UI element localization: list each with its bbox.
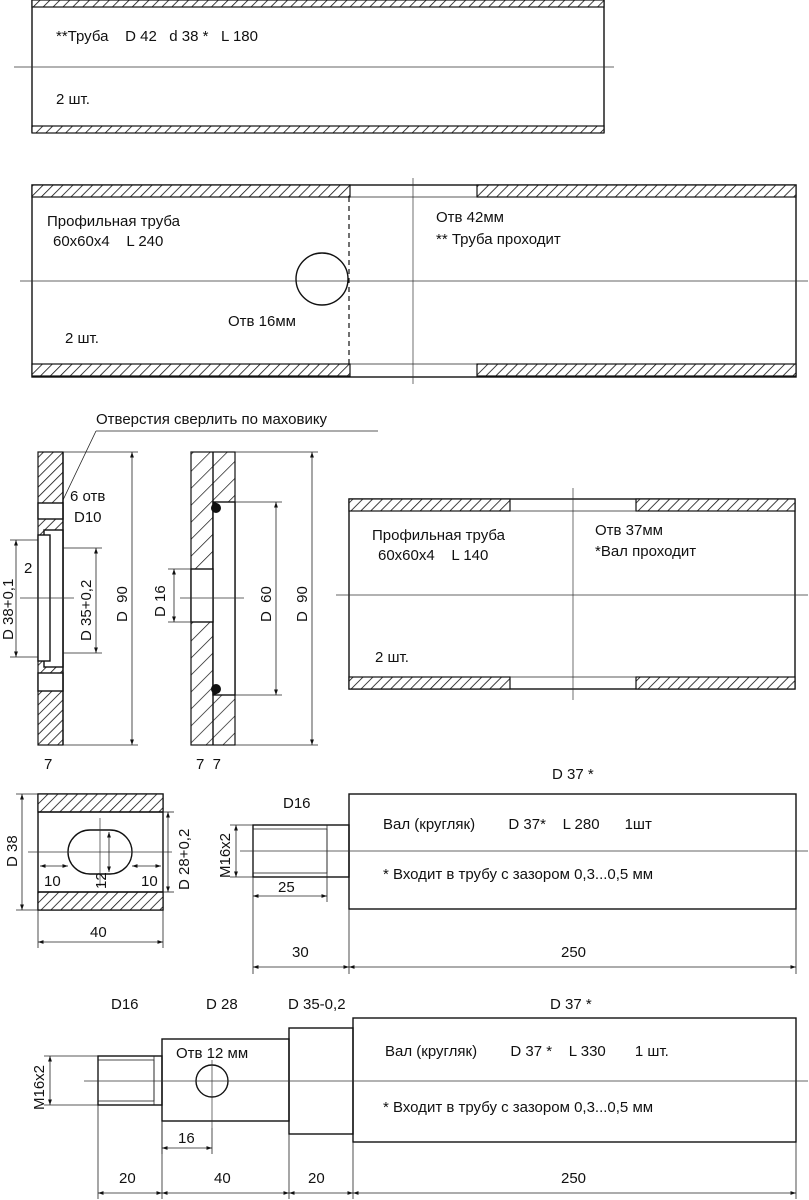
shaft2-note: * Входит в трубу с зазором 0,3...0,5 мм bbox=[383, 1099, 653, 1116]
disc-left-drawing: 6 отв D10 D 38+0,1 2 D 35+0,2 D 90 7 bbox=[0, 451, 138, 773]
shaft1-thread-len: 25 bbox=[278, 879, 295, 896]
shaft1-thread: M16х2 bbox=[217, 833, 234, 878]
shaft1-dim-d16: D16 bbox=[283, 795, 311, 812]
hole-16-circle bbox=[295, 252, 349, 306]
disc-right-drawing: D 16 D 60 D 90 7 7 bbox=[152, 451, 318, 773]
block-drawing: D 38 10 10 12 D 28+0,2 40 bbox=[4, 793, 193, 948]
profile-140-line1: Профильная труба bbox=[372, 527, 506, 544]
block-dim-slot-left: 10 bbox=[44, 873, 61, 890]
disc-right-dim-inner: D 60 bbox=[258, 586, 275, 622]
profile-140-qty: 2 шт. bbox=[375, 649, 409, 666]
shaft2-hole-pos: 16 bbox=[178, 1130, 195, 1147]
profile-pipe-240-drawing: Профильная труба 60х60х4 L 240 Отв 42мм … bbox=[20, 178, 808, 384]
profile-140-line2: 60х60х4 L 140 bbox=[378, 547, 488, 564]
shaft2-len-d: 250 bbox=[561, 1170, 586, 1187]
flywheel-note: Отверстия сверлить по маховику bbox=[62, 411, 378, 501]
shaft1-len-a: 30 bbox=[292, 944, 309, 961]
shaft1-note: * Входит в трубу с зазором 0,3...0,5 мм bbox=[383, 866, 653, 883]
disc-left-dim-bore: D 35+0,2 bbox=[78, 580, 95, 641]
shaft2-thread: M16х2 bbox=[31, 1065, 48, 1110]
disc-left-dim-dia: D 90 bbox=[114, 586, 131, 622]
disc-left-dim-outer: D 38+0,1 bbox=[0, 579, 17, 640]
disc-left-holes1: 6 отв bbox=[70, 488, 105, 505]
profile-240-small-hole: Отв 16мм bbox=[228, 313, 296, 330]
shaft2-len-a: 20 bbox=[119, 1170, 136, 1187]
disc-left-thickness: 7 bbox=[44, 756, 52, 773]
pipe-top-drawing: **Труба D 42 d 38 * L 180 2 шт. bbox=[14, 0, 614, 134]
block-dim-bore: D 28+0,2 bbox=[176, 829, 193, 890]
shaft2-len-c: 20 bbox=[308, 1170, 325, 1187]
flywheel-note-text: Отверстия сверлить по маховику bbox=[96, 411, 328, 428]
shaft1-len-b: 250 bbox=[561, 944, 586, 961]
disc-left-dim-step: 2 bbox=[24, 560, 32, 577]
shaft2-dim-d16: D16 bbox=[111, 996, 139, 1013]
shaft1-dim-d37: D 37 * bbox=[552, 766, 594, 783]
profile-pipe-140-drawing: Профильная труба 60х60х4 L 140 Отв 37мм … bbox=[336, 488, 808, 700]
profile-240-line1: Профильная труба bbox=[47, 213, 181, 230]
shaft2-hole: Отв 12 мм bbox=[176, 1045, 248, 1062]
shaft2-drawing: D16 D 28 D 35-0,2 D 37 * M16х2 Отв 12 мм… bbox=[31, 996, 808, 1199]
shaft2-desc: Вал (кругляк) D 37 * L 330 1 шт. bbox=[385, 1043, 669, 1060]
profile-140-hole-note2: *Вал проходит bbox=[595, 543, 696, 560]
profile-240-qty: 2 шт. bbox=[65, 330, 99, 347]
shaft2-len-b: 40 bbox=[214, 1170, 231, 1187]
profile-240-hole-note2: ** Труба проходит bbox=[436, 231, 561, 248]
disc-left-holes2: D10 bbox=[74, 509, 102, 526]
pipe-top-qty: 2 шт. bbox=[56, 91, 90, 108]
block-dim-slot-right: 10 bbox=[141, 873, 158, 890]
block-dim-height: D 38 bbox=[4, 835, 21, 867]
pipe-top-title: **Труба D 42 d 38 * L 180 bbox=[56, 28, 258, 45]
shaft2-dim-d37: D 37 * bbox=[550, 996, 592, 1013]
disc-right-dim-dia: D 90 bbox=[294, 586, 311, 622]
shaft2-dim-d35: D 35-0,2 bbox=[288, 996, 346, 1013]
shaft1-drawing: D16 D 37 * M16х2 25 Вал (кругляк) D 37* … bbox=[217, 766, 808, 974]
profile-240-hole-note1: Отв 42мм bbox=[436, 209, 504, 226]
profile-240-line2: 60х60х4 L 240 bbox=[53, 233, 163, 250]
block-dim-slot-width: 12 bbox=[93, 872, 110, 889]
disc-right-dim-bore: D 16 bbox=[152, 585, 169, 617]
disc-right-thickness: 7 7 bbox=[196, 756, 221, 773]
profile-140-hole-note1: Отв 37мм bbox=[595, 522, 663, 539]
block-dim-width: 40 bbox=[90, 924, 107, 941]
shaft1-desc: Вал (кругляк) D 37* L 280 1шт bbox=[383, 816, 652, 833]
shaft2-dim-d28: D 28 bbox=[206, 996, 238, 1013]
